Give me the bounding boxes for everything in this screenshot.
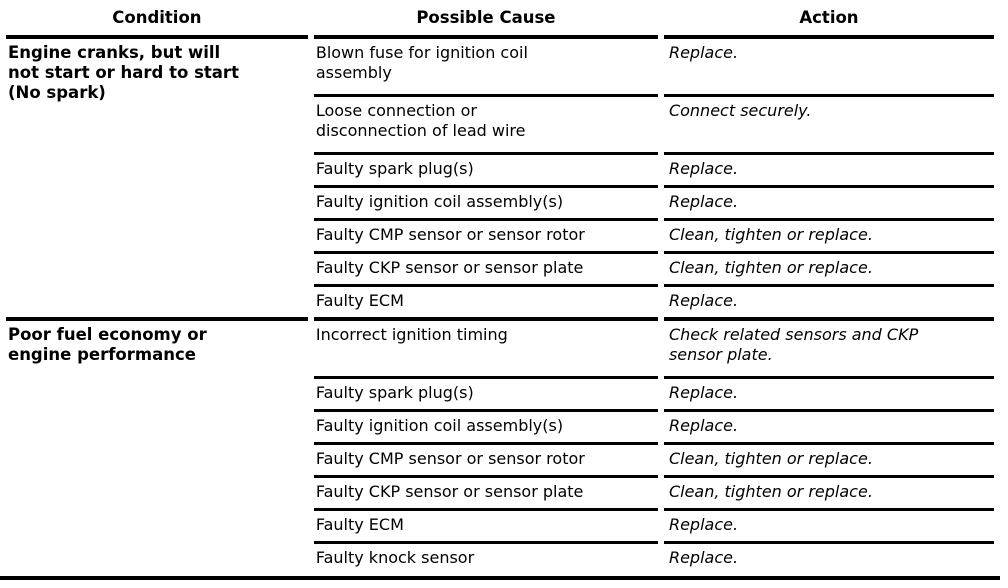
action-cell: Replace. bbox=[663, 188, 994, 221]
action-cell: Replace. bbox=[663, 412, 994, 445]
cause-cell: Faulty CMP sensor or sensor rotor bbox=[313, 445, 658, 478]
table-row: Faulty spark plug(s)Replace. bbox=[6, 379, 994, 412]
cause-cell: Faulty CMP sensor or sensor rotor bbox=[313, 221, 658, 254]
action-cell: Clean, tighten or replace. bbox=[663, 254, 994, 287]
action-cell: Clean, tighten or replace. bbox=[663, 221, 994, 254]
action-cell: Replace. bbox=[663, 379, 994, 412]
action-cell: Replace. bbox=[663, 39, 994, 97]
table-row: Faulty ignition coil assembly(s)Replace. bbox=[6, 188, 994, 221]
cause-cell: Faulty spark plug(s) bbox=[313, 379, 658, 412]
table-row: Poor fuel economy or engine performance I… bbox=[6, 321, 994, 379]
action-cell: Connect securely. bbox=[663, 97, 994, 155]
column-header-possible-cause: Possible Cause bbox=[313, 4, 658, 39]
table-row: Engine cranks, but will not start or har… bbox=[6, 39, 994, 321]
cause-cell: Loose connection or disconnection of lea… bbox=[313, 97, 658, 155]
cause-cell: Faulty CKP sensor or sensor plate bbox=[313, 254, 658, 287]
cause-cell: Blown fuse for ignition coil assembly bbox=[313, 39, 658, 97]
action-cell: Replace. bbox=[663, 155, 994, 188]
cause-cell: Incorrect ignition timing bbox=[313, 321, 658, 379]
table-row: Loose connection or disconnection of lea… bbox=[6, 97, 994, 155]
cause-cell: Faulty ECM bbox=[313, 511, 658, 544]
cause-cell: Faulty ECM bbox=[313, 287, 658, 321]
action-cell: Clean, tighten or replace. bbox=[663, 478, 994, 511]
action-cell: Clean, tighten or replace. bbox=[663, 445, 994, 478]
condition-cell: Poor fuel economy or engine performance bbox=[8, 325, 207, 364]
column-header-condition: Condition bbox=[6, 4, 308, 39]
table-row: Faulty ignition coil assembly(s)Replace. bbox=[6, 412, 994, 445]
cause-cell: Faulty CKP sensor or sensor plate bbox=[313, 478, 658, 511]
column-header-action: Action bbox=[663, 4, 994, 39]
action-cell: Replace. bbox=[663, 511, 994, 544]
action-cell: Check related sensors and CKP sensor pla… bbox=[663, 321, 994, 379]
condition-cell: Engine cranks, but will not start or har… bbox=[6, 39, 308, 321]
action-cell: Replace. bbox=[663, 287, 994, 321]
table-row: Faulty knock sensor Replace. bbox=[6, 544, 994, 576]
action-cell: Replace. bbox=[668, 548, 739, 567]
table-row: Faulty spark plug(s)Replace. bbox=[6, 155, 994, 188]
cause-cell: Faulty spark plug(s) bbox=[313, 155, 658, 188]
cause-cell: Faulty ignition coil assembly(s) bbox=[313, 188, 658, 221]
cause-cell: Faulty knock sensor bbox=[315, 548, 475, 567]
cause-cell: Faulty ignition coil assembly(s) bbox=[313, 412, 658, 445]
